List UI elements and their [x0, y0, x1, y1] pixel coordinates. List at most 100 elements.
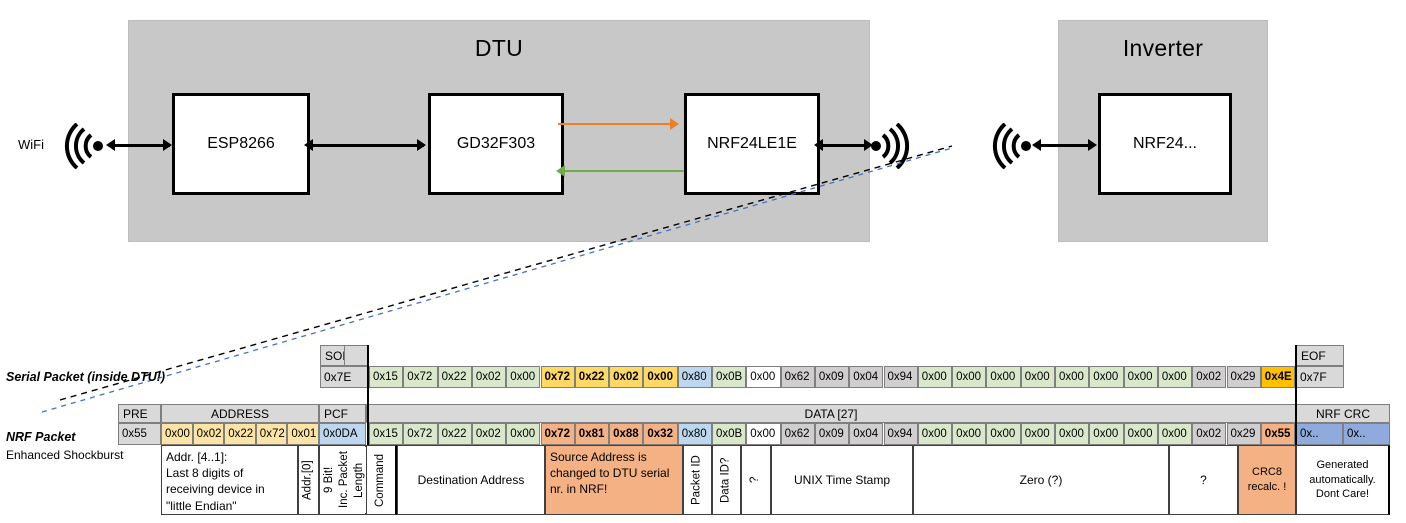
nrf-byte-13: 0x09 [814, 423, 850, 445]
dtu-title: DTU [474, 35, 524, 61]
desc-nrf-crc: Generated automatically. Dont Care! [1296, 445, 1390, 515]
arrow-nrf-antenna [820, 144, 870, 147]
nrf-packet-sublabel: Enhanced Shockburst [6, 448, 124, 462]
nrf-crc-byte-0: 0x.. [1296, 423, 1343, 445]
inverter-antenna-icon [990, 122, 1036, 170]
nrf-header-pre: PRE [118, 404, 161, 423]
nrf-pre-value: 0x55 [118, 423, 161, 445]
desc-data-id: Data ID? [712, 445, 741, 515]
nrf-byte-3: 0x02 [471, 423, 507, 445]
arrow-head-left-nrf [814, 139, 823, 151]
wifi-antenna-icon [62, 122, 108, 170]
inverter-title: Inverter [1122, 35, 1204, 61]
serial-byte-11: 0x00 [746, 366, 781, 388]
nrf-byte-9: 0x80 [677, 423, 712, 445]
desc-packet-id: Packet ID [683, 445, 712, 515]
arrow-head-right-ant [864, 139, 873, 151]
arrow-nrf-to-gd32-green [562, 170, 684, 172]
arrow-head-orange [670, 118, 679, 130]
nrf-byte-22: 0x00 [1123, 423, 1158, 445]
nrf-byte-20: 0x00 [1055, 423, 1090, 445]
nrf-byte-14: 0x04 [849, 423, 884, 445]
desc-pcf-line1: 9 Bit! [322, 447, 337, 513]
serial-sof-header-pad [344, 345, 368, 366]
nrf-byte-26: 0x55 [1260, 423, 1296, 445]
arrow-head-left-wifi [106, 139, 115, 151]
desc-pcf: 9 Bit! Inc. Packet Length [319, 445, 367, 515]
arrow-head-right-gd32 [417, 139, 426, 151]
serial-byte-17: 0x00 [952, 366, 987, 388]
desc-source-address: Source Address is changed to DTU serial … [545, 445, 683, 515]
serial-byte-13: 0x09 [814, 366, 850, 388]
nrf-address-byte-4: 0x01 [287, 423, 319, 445]
desc-unix-time-stamp: UNIX Time Stamp [771, 445, 913, 515]
serial-byte-3: 0x02 [471, 366, 507, 388]
nrf-byte-12: 0x62 [780, 423, 815, 445]
serial-eof-header: EOF [1296, 345, 1344, 366]
nrf-byte-16: 0x00 [917, 423, 953, 445]
arrow-head-green [556, 165, 565, 177]
nrf-byte-25: 0x29 [1226, 423, 1261, 445]
separator-right-vertical [1295, 345, 1297, 445]
serial-byte-20: 0x00 [1055, 366, 1090, 388]
chip-nrf24-inverter: NRF24... [1098, 93, 1232, 195]
nrf-byte-5: 0x72 [540, 423, 575, 445]
nrf-byte-24: 0x02 [1192, 423, 1227, 445]
nrf-byte-8: 0x32 [643, 423, 678, 445]
desc-command: Command [366, 445, 397, 515]
arrow-gd32-to-nrf-orange [558, 123, 676, 125]
serial-byte-25: 0x29 [1226, 366, 1261, 388]
arrow-wifi-esp [112, 144, 170, 147]
nrf-address-byte-3: 0x72 [255, 423, 288, 445]
serial-byte-18: 0x00 [986, 366, 1021, 388]
arrow-head-left-inv [1032, 139, 1041, 151]
serial-byte-19: 0x00 [1020, 366, 1055, 388]
serial-byte-26: 0x4E [1260, 366, 1296, 388]
chip-gd32f303: GD32F303 [428, 93, 564, 195]
nrf-pcf-value: 0x0DA [319, 423, 366, 445]
nrf-crc-byte-1: 0x.. [1343, 423, 1390, 445]
serial-byte-5: 0x72 [540, 366, 575, 388]
serial-byte-1: 0x72 [403, 366, 438, 388]
nrf-byte-18: 0x00 [986, 423, 1021, 445]
desc-zero: Zero (?) [913, 445, 1169, 515]
desc-unknown-1: ? [741, 445, 771, 515]
nrf-byte-21: 0x00 [1089, 423, 1124, 445]
serial-byte-9: 0x80 [677, 366, 712, 388]
arrow-inverter-antenna [1038, 144, 1094, 147]
desc-destination-address: Destination Address [397, 445, 545, 515]
arrow-head-left-esp2 [304, 139, 313, 151]
desc-source-text: Source Address is changed to DTU serial … [550, 450, 670, 497]
separator-left-vertical [367, 345, 369, 445]
desc-addr0: Addr.[0] [298, 445, 319, 515]
serial-byte-6: 0x22 [574, 366, 610, 388]
nrf-byte-23: 0x00 [1157, 423, 1193, 445]
nrf-address-byte-0: 0x00 [161, 423, 193, 445]
nrf-address-byte-2: 0x22 [224, 423, 256, 445]
arrow-head-right-inv [1088, 139, 1097, 151]
nrf-byte-1: 0x72 [403, 423, 438, 445]
desc-pcf-line3: Length [352, 447, 367, 513]
serial-packet-label: Serial Packet (inside DTU!) [6, 370, 166, 384]
serial-byte-10: 0x0B [712, 366, 747, 388]
nrf-byte-7: 0x88 [609, 423, 644, 445]
serial-sof-value: 0x7E [320, 366, 368, 388]
nrf-packet-label: NRF Packet [6, 430, 76, 444]
serial-byte-16: 0x00 [917, 366, 953, 388]
nrf-byte-2: 0x22 [437, 423, 472, 445]
block-diagram: DTU Inverter WiFi ESP8266 GD32F303 NRF24… [18, 20, 1268, 242]
chip-esp8266: ESP8266 [172, 93, 310, 195]
serial-byte-15: 0x94 [883, 366, 918, 388]
arrow-head-right-esp [163, 139, 172, 151]
dtu-antenna-icon [866, 122, 912, 170]
serial-byte-22: 0x00 [1123, 366, 1158, 388]
serial-byte-8: 0x00 [643, 366, 678, 388]
desc-unknown-2: ? [1169, 445, 1238, 515]
nrf-header-data: DATA [27] [366, 404, 1296, 423]
nrf-header-pcf: PCF [319, 404, 366, 423]
serial-byte-4: 0x00 [506, 366, 541, 388]
wifi-label: WiFi [18, 137, 44, 152]
desc-address: Addr. [4..1]: Last 8 digits of receiving… [161, 445, 298, 515]
nrf-byte-6: 0x81 [574, 423, 610, 445]
serial-byte-24: 0x02 [1192, 366, 1227, 388]
